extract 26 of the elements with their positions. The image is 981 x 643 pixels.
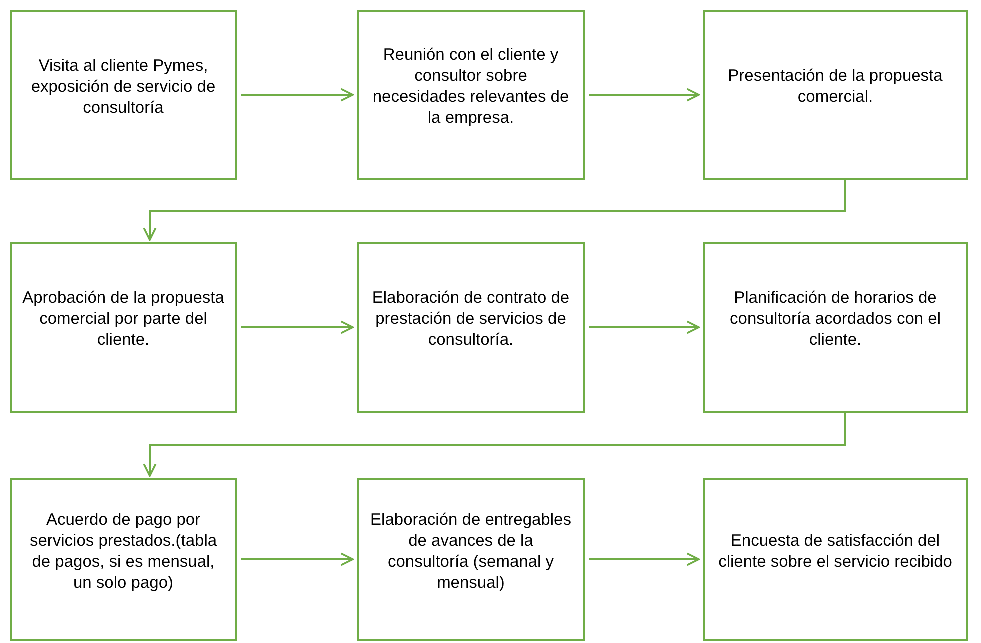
process-box	[357, 242, 585, 413]
arrow	[589, 88, 700, 102]
step-text: Acuerdo de pago por servicios prestados.(tabla de pagos, si es mensual, un solo pago)	[28, 510, 218, 594]
arrow	[143, 413, 846, 477]
step-text: Planificación de horarios de consultoría acordados con el cliente.	[729, 288, 942, 351]
arrow	[589, 320, 700, 334]
process-box	[10, 478, 237, 641]
process-box	[703, 10, 968, 180]
process-box	[10, 242, 237, 413]
arrow	[241, 320, 354, 334]
arrow	[241, 552, 354, 566]
step-text: Encuesta de satisfacción del cliente sobre el servicio recibido	[718, 530, 954, 572]
step-text: Presentación de la propuesta comercial.	[727, 66, 944, 108]
process-box	[10, 10, 237, 180]
process-box	[357, 10, 585, 180]
step-text: Aprobación de la propuesta comercial por parte del cliente.	[22, 288, 225, 351]
step-text: Visita al cliente Pymes, exposición de servicio de consultoría	[30, 56, 217, 118]
process-box	[703, 242, 968, 413]
step-text: Elaboración de contrato de prestación de servicios de consultoría.	[371, 288, 571, 351]
arrow	[589, 552, 700, 566]
arrow	[241, 88, 354, 102]
arrow	[143, 180, 846, 241]
process-box	[357, 478, 585, 641]
step-text: Elaboración de entregables de avances de la consultoría (semanal y mensual)	[370, 510, 572, 594]
process-box	[703, 478, 968, 641]
step-text: Reunión con el cliente y consultor sobre necesidades relevantes de la empresa.	[372, 45, 570, 129]
